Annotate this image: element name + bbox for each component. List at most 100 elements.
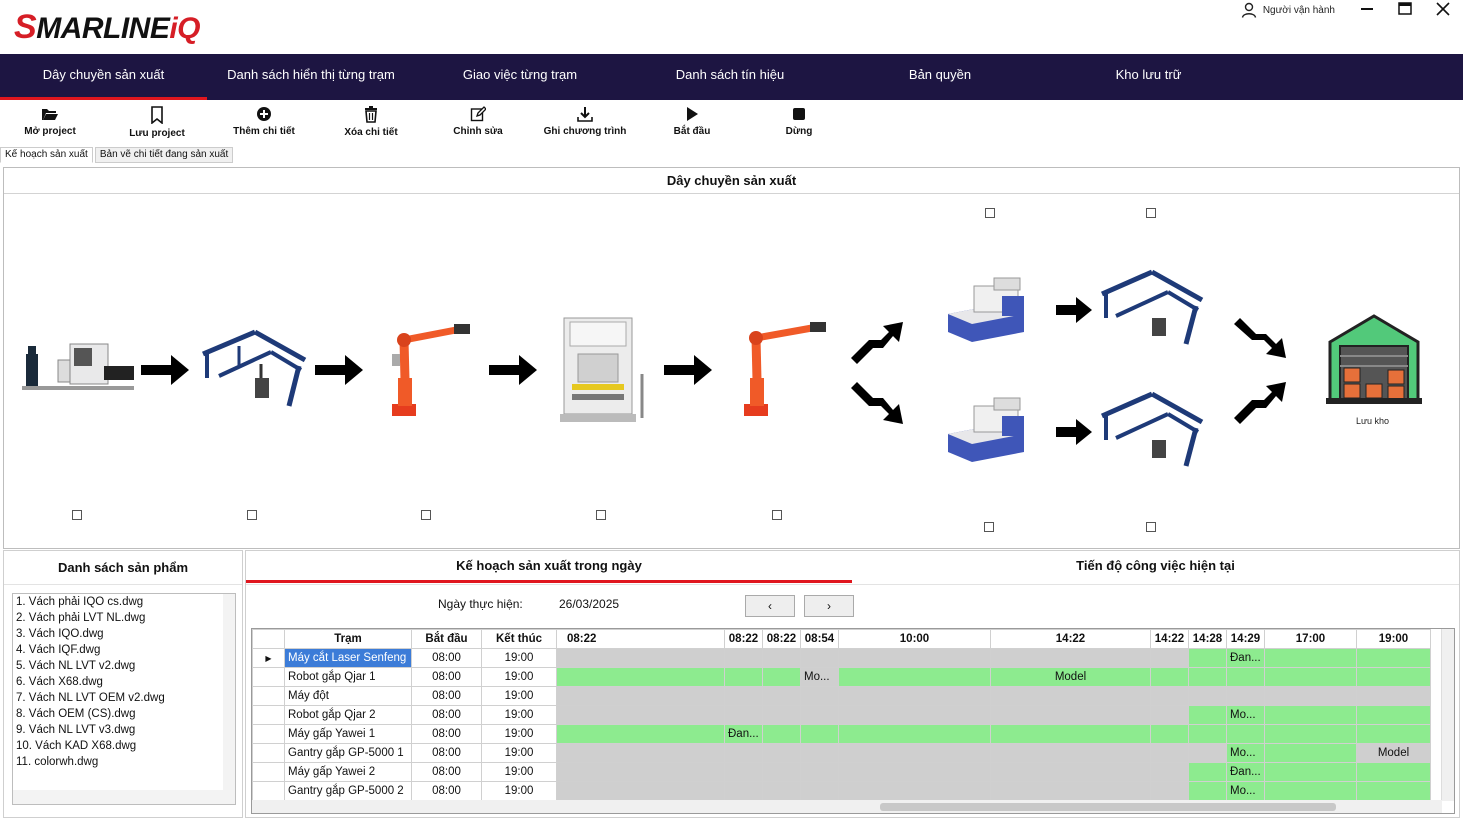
nav-production-line[interactable]: Dây chuyền sản xuất (0, 54, 207, 100)
nav-license[interactable]: Bản quyền (908, 67, 972, 82)
delete-detail-button[interactable]: Xóa chi tiết (326, 104, 416, 138)
schedule-block[interactable]: Mo... (1226, 781, 1265, 801)
station-cell[interactable]: Máy cắt Laser Senfeng (284, 648, 412, 668)
station-cell[interactable]: Máy đột (284, 686, 412, 706)
product-item[interactable]: 6. Vách X68.dwg (16, 676, 103, 688)
nav-signal-list[interactable]: Danh sách tín hiệu (675, 67, 785, 82)
col-header-station[interactable]: Trạm (284, 629, 412, 649)
table-row[interactable]: Máy gấp Yawei 2 08:00 19:00 Đan... (252, 762, 1431, 782)
station-checkbox[interactable] (772, 510, 782, 520)
start-cell[interactable]: 08:00 (411, 743, 482, 763)
station-cell[interactable]: Gantry gắp GP-5000 2 (284, 781, 412, 801)
play-icon (687, 107, 698, 121)
station-checkbox[interactable] (985, 208, 995, 218)
tab-production-plan[interactable]: Kế hoạch sản xuất (0, 147, 93, 163)
schedule-horizontal-scrollbar[interactable] (252, 800, 1442, 813)
start-button[interactable]: Bắt đầu (647, 104, 737, 137)
product-list[interactable]: 1. Vách phải IQO cs.dwg 2. Vách phải LVT… (12, 593, 236, 805)
product-list-horizontal-scrollbar[interactable] (13, 790, 235, 804)
schedule-block[interactable]: Đan... (724, 724, 763, 744)
schedule-block[interactable]: Đan... (1226, 648, 1265, 668)
station-checkbox[interactable] (596, 510, 606, 520)
product-item[interactable]: 10. Vách KAD X68.dwg (16, 740, 137, 752)
schedule-block[interactable]: Mo... (1226, 743, 1265, 763)
tab-current-drawing[interactable]: Bản vẽ chi tiết đang sản xuất (94, 147, 234, 163)
table-row[interactable]: ▶ Máy cắt Laser Senfeng 08:00 19:00 Đan.… (252, 648, 1431, 668)
start-cell[interactable]: 08:00 (411, 705, 482, 725)
user-menu[interactable]: Người vận hành (1241, 2, 1335, 18)
start-cell[interactable]: 08:00 (411, 762, 482, 782)
start-cell[interactable]: 08:00 (411, 667, 482, 687)
maximize-button[interactable] (1390, 0, 1420, 18)
table-row[interactable]: Gantry gắp GP-5000 2 08:00 19:00 Mo... (252, 781, 1431, 801)
toolbar: Mở project Lưu project Thêm chi tiết Xóa… (0, 100, 1463, 146)
schedule-block[interactable]: Mo... (800, 667, 839, 687)
end-cell[interactable]: 19:00 (481, 667, 557, 687)
close-button[interactable] (1428, 0, 1458, 18)
product-item[interactable]: 8. Vách OEM (CS).dwg (16, 708, 136, 720)
schedule-vertical-scrollbar[interactable] (1441, 629, 1454, 801)
table-row[interactable]: Máy gấp Yawei 1 08:00 19:00 Đan... (252, 724, 1431, 744)
table-row[interactable]: Máy đột 08:00 19:00 (252, 686, 1431, 706)
col-header-time: 08:22 (724, 629, 763, 649)
table-row[interactable]: Gantry gắp GP-5000 1 08:00 19:00 Mo... M… (252, 743, 1431, 763)
station-cell[interactable]: Robot gắp Qjar 1 (284, 667, 412, 687)
product-list-vertical-scrollbar[interactable] (223, 594, 235, 790)
write-program-button[interactable]: Ghi chương trình (540, 104, 630, 137)
start-cell[interactable]: 08:00 (411, 648, 482, 668)
merge-down-arrow-icon (1234, 318, 1286, 358)
start-cell[interactable]: 08:00 (411, 781, 482, 801)
end-cell[interactable]: 19:00 (481, 686, 557, 706)
station-cell[interactable]: Robot gắp Qjar 2 (284, 705, 412, 725)
station-checkbox[interactable] (421, 510, 431, 520)
station-checkbox[interactable] (1146, 522, 1156, 532)
start-cell[interactable]: 08:00 (411, 724, 482, 744)
end-cell[interactable]: 19:00 (481, 724, 557, 744)
end-cell[interactable]: 19:00 (481, 762, 557, 782)
schedule-block[interactable]: Model (990, 667, 1151, 687)
tab-current-progress[interactable]: Tiến độ công việc hiện tại (1076, 558, 1235, 573)
product-item[interactable]: 9. Vách NL LVT v3.dwg (16, 724, 136, 736)
product-item[interactable]: 5. Vách NL LVT v2.dwg (16, 660, 136, 672)
end-cell[interactable]: 19:00 (481, 781, 557, 801)
table-row[interactable]: Robot gắp Qjar 1 08:00 19:00 Mo... Model (252, 667, 1431, 687)
scrollbar-thumb[interactable] (880, 803, 1336, 811)
schedule-block[interactable]: Mo... (1226, 705, 1265, 725)
schedule-block[interactable]: Model (1356, 743, 1431, 763)
station-cell[interactable]: Máy gấp Yawei 2 (284, 762, 412, 782)
main-nav: Dây chuyền sản xuất Danh sách hiển thị t… (0, 54, 1463, 100)
nav-storage[interactable]: Kho lưu trữ (1115, 67, 1182, 82)
end-cell[interactable]: 19:00 (481, 743, 557, 763)
schedule-block[interactable]: Đan... (1226, 762, 1265, 782)
end-cell[interactable]: 19:00 (481, 705, 557, 725)
save-project-button[interactable]: Lưu project (112, 104, 202, 139)
nav-station-assignment[interactable]: Giao việc từng trạm (462, 67, 578, 82)
station-checkbox[interactable] (984, 522, 994, 532)
station-cell[interactable]: Máy gấp Yawei 1 (284, 724, 412, 744)
add-detail-button[interactable]: Thêm chi tiết (219, 104, 309, 137)
product-item[interactable]: 7. Vách NL LVT OEM v2.dwg (16, 692, 165, 704)
end-cell[interactable]: 19:00 (481, 648, 557, 668)
stop-button[interactable]: Dừng (754, 104, 844, 137)
edit-button[interactable]: Chỉnh sửa (433, 104, 523, 137)
col-header-start[interactable]: Bắt đầu (411, 629, 482, 649)
minimize-button[interactable] (1352, 0, 1382, 18)
col-header-end[interactable]: Kết thúc (481, 629, 557, 649)
station-checkbox[interactable] (1146, 208, 1156, 218)
product-item[interactable]: 11. colorwh.dwg (16, 756, 99, 768)
row-header-corner (252, 629, 285, 649)
product-item[interactable]: 4. Vách IQF.dwg (16, 644, 101, 656)
table-row[interactable]: Robot gắp Qjar 2 08:00 19:00 Mo... (252, 705, 1431, 725)
tab-daily-plan[interactable]: Kế hoạch sản xuất trong ngày (246, 551, 852, 583)
product-item[interactable]: 2. Vách phải LVT NL.dwg (16, 612, 146, 624)
station-checkbox[interactable] (247, 510, 257, 520)
product-item[interactable]: 3. Vách IQO.dwg (16, 628, 104, 640)
product-item[interactable]: 1. Vách phải IQO cs.dwg (16, 596, 144, 608)
station-cell[interactable]: Gantry gắp GP-5000 1 (284, 743, 412, 763)
next-day-button[interactable]: › (804, 595, 854, 617)
start-cell[interactable]: 08:00 (411, 686, 482, 706)
open-project-button[interactable]: Mở project (5, 104, 95, 137)
station-checkbox[interactable] (72, 510, 82, 520)
nav-station-display-list[interactable]: Danh sách hiển thị từng trạm (227, 67, 395, 82)
prev-day-button[interactable]: ‹ (745, 595, 795, 617)
